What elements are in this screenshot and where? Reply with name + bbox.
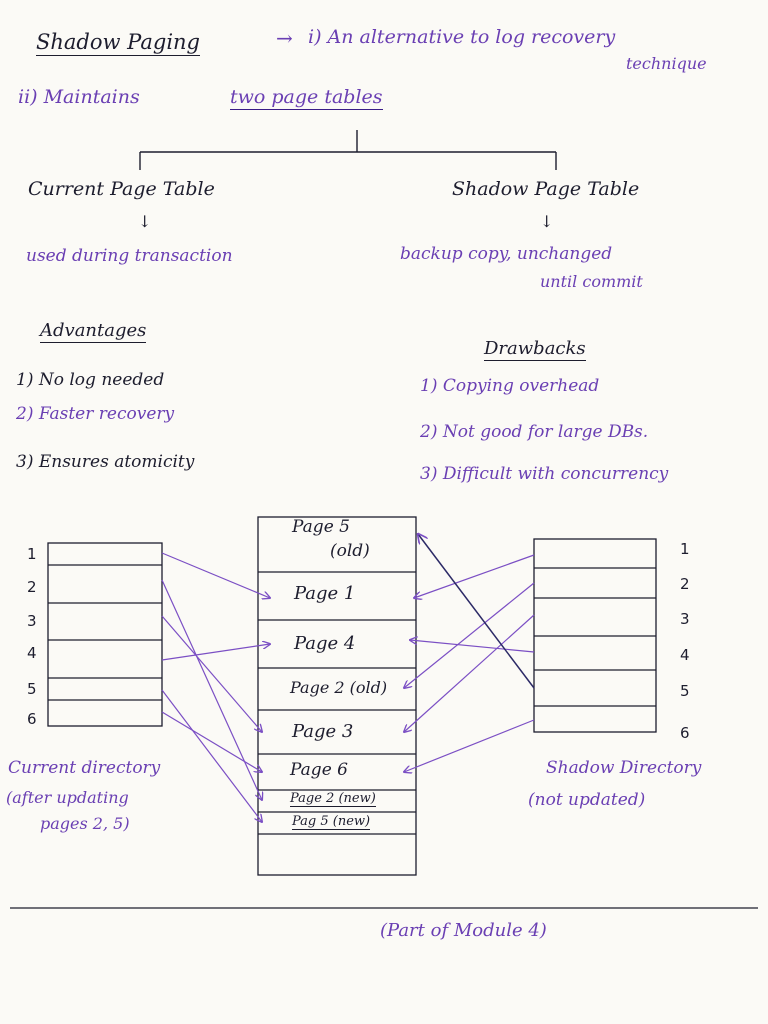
- page-label: Page 2 (old): [290, 678, 388, 697]
- page-storage-box: [257, 516, 417, 876]
- drawback-item-1: 1) Copying overhead: [420, 376, 600, 396]
- footer-note: (Part of Module 4): [380, 920, 547, 941]
- page-label: (old): [330, 541, 370, 561]
- page-label: Page 1: [294, 583, 356, 604]
- page-label: Pag 5 (new): [292, 814, 371, 830]
- page-label: Page 5: [292, 517, 350, 537]
- shadow-pointers: [404, 534, 535, 772]
- title-arrow: →: [276, 26, 293, 50]
- shadow-table-desc-cont: until commit: [540, 272, 643, 291]
- advantage-item-3: 3) Ensures atomicity: [16, 452, 195, 472]
- advantage-item-1: 1) No log needed: [16, 370, 165, 390]
- shadow-table-desc: backup copy, unchanged: [400, 244, 613, 264]
- point-one: i) An alternative to log recovery: [308, 26, 616, 48]
- point-two: ii) Maintains: [18, 86, 140, 108]
- advantage-item-2: 2) Faster recovery: [16, 404, 175, 424]
- shadow-directory-box: [533, 538, 657, 733]
- drawbacks-heading: Drawbacks: [484, 338, 586, 361]
- current-directory-box: [47, 542, 163, 727]
- current-slot-number: 4: [27, 644, 37, 662]
- page-label: Page 4: [294, 633, 356, 654]
- current-directory-note: pages 2, 5): [40, 814, 130, 833]
- shadow-slot-number: 1: [680, 540, 690, 558]
- page-label: Page 6: [290, 760, 348, 780]
- drawback-item-3: 3) Difficult with concurrency: [420, 464, 669, 484]
- current-directory-label: Current directory: [8, 758, 161, 778]
- shadow-table-arrow: ↓: [540, 212, 554, 231]
- current-slot-number: 3: [27, 612, 37, 630]
- current-slot-number: 5: [27, 680, 37, 698]
- page-label: Page 2 (new): [290, 791, 376, 807]
- drawback-item-2: 2) Not good for large DBs.: [420, 422, 649, 442]
- point-one-cont: technique: [626, 54, 707, 73]
- shadow-directory-note: (not updated): [528, 790, 646, 810]
- shadow-slot-number: 5: [680, 682, 690, 700]
- current-slot-number: 2: [27, 578, 37, 596]
- current-slot-number: 6: [27, 710, 37, 728]
- current-table-arrow: ↓: [138, 212, 152, 231]
- page-title: Shadow Paging: [36, 30, 201, 56]
- shadow-slot-number: 2: [680, 575, 690, 593]
- current-directory-note: (after updating: [6, 788, 129, 807]
- shadow-table-name: Shadow Page Table: [452, 178, 640, 200]
- shadow-slot-number: 3: [680, 610, 690, 628]
- current-slot-number: 1: [27, 545, 37, 563]
- shadow-directory-label: Shadow Directory: [546, 758, 702, 778]
- page-label: Page 3: [292, 721, 354, 742]
- current-pointers: [161, 552, 270, 822]
- shadow-slot-number: 6: [680, 724, 690, 742]
- current-table-desc: used during transaction: [26, 246, 233, 266]
- advantages-heading: Advantages: [40, 320, 147, 343]
- shadow-slot-number: 4: [680, 646, 690, 664]
- current-table-name: Current Page Table: [28, 178, 215, 200]
- point-two-emph: two page tables: [230, 86, 383, 110]
